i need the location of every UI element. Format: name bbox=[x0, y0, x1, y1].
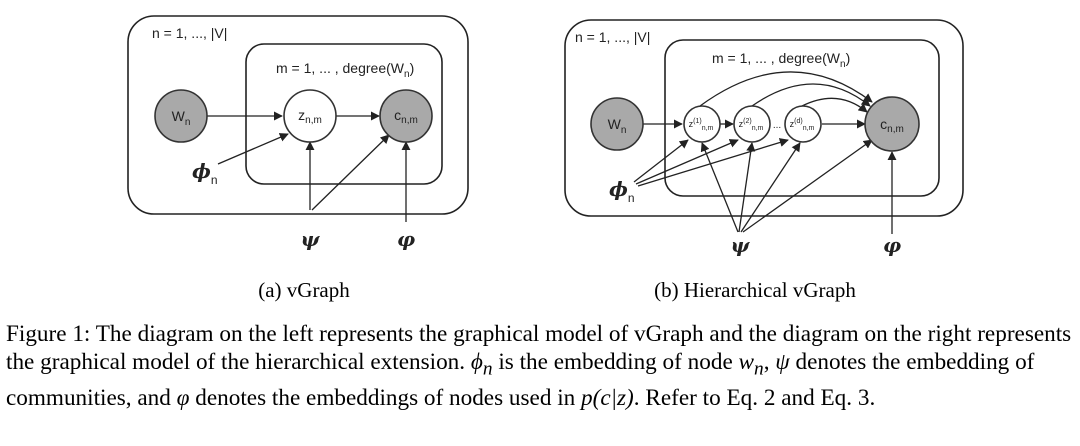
node-zd-right: z(d)n,m bbox=[784, 105, 822, 143]
w-n-math: wn bbox=[738, 349, 764, 380]
phi-n-math: ϕn bbox=[470, 349, 493, 380]
svg-text:z(1)n,m: z(1)n,m bbox=[689, 118, 714, 132]
outer-plate-left bbox=[127, 15, 469, 215]
varphi-math: φ bbox=[176, 384, 190, 411]
inner-plate-label-right: m = 1, ... , degree(Wn) bbox=[712, 50, 850, 70]
varphi-symbol-left: φ bbox=[397, 227, 415, 251]
subcaption-left: (a) vGraph bbox=[258, 278, 350, 302]
phi-symbol-left: ϕn bbox=[192, 159, 218, 187]
edge-phi-to-z1-right bbox=[633, 139, 689, 183]
psi-math: ψ bbox=[775, 349, 790, 375]
node-z-left: zn,m bbox=[283, 89, 337, 143]
node-z2-right: z(2)n,m bbox=[733, 105, 771, 143]
svg-text:z(2)n,m: z(2)n,m bbox=[739, 118, 764, 132]
figure-caption: Figure 1: The diagram on the left repres… bbox=[6, 321, 1072, 411]
pcz-math: p(c|z) bbox=[581, 384, 634, 411]
node-w-left: Wn bbox=[154, 89, 208, 143]
svg-text:Wn: Wn bbox=[608, 116, 627, 136]
node-c-right: cn,m bbox=[864, 96, 920, 152]
svg-text:zn,m: zn,m bbox=[298, 107, 322, 126]
edge-psi-to-z2-right bbox=[738, 142, 756, 233]
node-w-right: Wn bbox=[590, 97, 644, 151]
subcaption-right: (b) Hierarchical vGraph bbox=[654, 278, 856, 302]
edge-z1-to-c-right bbox=[699, 71, 873, 107]
edge-z2-to-c-right bbox=[751, 83, 871, 107]
svg-text:z(d)n,m: z(d)n,m bbox=[790, 118, 815, 132]
hierarchical-vgraph-diagram: n = 1, ..., |V| m = 1, ... , degree(Wn) … bbox=[564, 19, 964, 302]
edge-psi-to-zd-right bbox=[740, 142, 801, 233]
inner-plate-label-left: m = 1, ... , degree(Wn) bbox=[276, 60, 414, 80]
vgraph-diagram: n = 1, ..., |V| m = 1, ... , degree(Wn) … bbox=[127, 15, 469, 302]
inner-plate-right bbox=[664, 39, 940, 197]
svg-text:Wn: Wn bbox=[172, 108, 191, 128]
inner-plate-left bbox=[245, 43, 443, 185]
phi-symbol-right: ϕn bbox=[609, 177, 635, 205]
svg-text:cn,m: cn,m bbox=[880, 116, 904, 135]
varphi-symbol-right: φ bbox=[883, 233, 901, 257]
edge-psi-to-c-left bbox=[311, 134, 390, 211]
psi-symbol-left: ψ bbox=[301, 227, 321, 251]
edge-psi-to-z1-right bbox=[700, 142, 739, 233]
figure-diagrams: n = 1, ..., |V| m = 1, ... , degree(Wn) … bbox=[127, 15, 964, 302]
edge-psi-to-c-right bbox=[742, 139, 873, 233]
outer-plate-right bbox=[564, 19, 964, 217]
edge-phi-to-zd-right bbox=[637, 138, 789, 187]
node-z1-right: z(1)n,m bbox=[683, 105, 721, 143]
psi-symbol-right: ψ bbox=[731, 233, 751, 257]
edge-phi-to-z2-right bbox=[635, 139, 739, 185]
outer-plate-label-left: n = 1, ..., |V| bbox=[152, 25, 227, 41]
edge-zd-to-c-curve-right bbox=[801, 97, 868, 113]
svg-text:cn,m: cn,m bbox=[394, 107, 418, 126]
node-c-left: cn,m bbox=[379, 89, 433, 143]
outer-plate-label-right: n = 1, ..., |V| bbox=[575, 29, 650, 45]
edge-phi-to-z-left bbox=[217, 133, 289, 165]
ellipsis-right: ... bbox=[773, 120, 781, 131]
